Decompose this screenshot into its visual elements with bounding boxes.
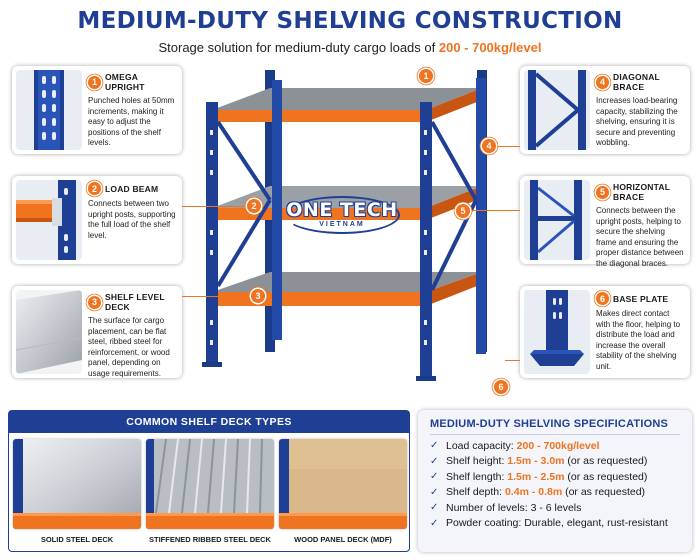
spec-label: Number of levels: 3 - 6 levels	[446, 501, 582, 514]
spec-value: 0.4m - 0.8m	[504, 486, 563, 499]
page-subtitle: Storage solution for medium-duty cargo l…	[0, 40, 700, 55]
check-icon: ✓	[430, 486, 439, 498]
badge-3: 3	[88, 295, 101, 309]
specifications-panel: MEDIUM-DUTY SHELVING SPECIFICATIONS ✓ Loa…	[418, 410, 692, 552]
spec-label: Shelf depth:	[446, 486, 505, 499]
specifications-divider	[430, 434, 680, 435]
deck-type-solid-steel: SOLID STEEL DECK	[13, 439, 141, 549]
spec-item: ✓ Load capacity: 200 - 700kg/level	[430, 438, 688, 454]
subtitle-text: Storage solution for medium-duty cargo l…	[158, 40, 439, 55]
badge-5: 5	[596, 185, 609, 199]
check-icon: ✓	[430, 471, 439, 483]
component-description: Increases load-bearing capacity, stabili…	[596, 96, 678, 147]
component-title: SHELF LEVEL DECK	[105, 292, 165, 312]
diagram-badge-6: 6	[494, 380, 508, 394]
component-description: Makes direct contact with the floor, hel…	[596, 309, 681, 371]
brand-ring	[284, 196, 400, 234]
spec-item: ✓ Shelf height: 1.5m - 3.0m (or as reques…	[430, 454, 688, 470]
check-icon: ✓	[430, 455, 439, 467]
component-card-diagonal-brace: 4 DIAGONAL BRACE Increases load-bearing c…	[520, 66, 690, 154]
spec-item: ✓ Powder coating: Durable, elegant, rust-…	[430, 516, 688, 532]
base-plate-thumbnail	[524, 290, 590, 374]
badge-6: 6	[596, 292, 609, 305]
diagram-badge-4: 4	[482, 139, 496, 153]
check-icon: ✓	[430, 440, 439, 452]
diagram-badge-1: 1	[419, 69, 433, 83]
component-description: Connects between the upright posts, help…	[596, 206, 684, 268]
component-card-shelf-level-deck: 3 SHELF LEVEL DECK The surface for cargo …	[12, 286, 182, 378]
shelving-rack-illustration	[190, 60, 520, 390]
spec-label: Load capacity:	[446, 439, 517, 452]
load-beam-thumbnail	[16, 180, 82, 260]
diagram-badge-2: 2	[247, 199, 261, 213]
component-description: Punched holes at 50mm increments, making…	[88, 96, 175, 147]
component-title: HORIZONTAL BRACE	[613, 182, 670, 202]
deck-type-label: STIFFENED RIBBED STEEL DECK	[149, 535, 271, 544]
deck-type-label: SOLID STEEL DECK	[40, 535, 114, 544]
spec-item: ✓ Number of levels: 3 - 6 levels	[430, 500, 688, 516]
solid-steel-deck-image	[13, 439, 141, 529]
component-title: BASE PLATE	[613, 293, 669, 304]
subtitle-highlight: 200 - 700kg/level	[438, 40, 542, 55]
ribbed-steel-deck-image	[146, 439, 274, 529]
check-icon: ✓	[430, 517, 439, 529]
callout-line-6	[505, 360, 520, 361]
spec-suffix: (or as requested)	[562, 486, 646, 499]
specifications-heading: MEDIUM-DUTY SHELVING SPECIFICATIONS	[430, 418, 669, 430]
diagonal-brace-thumbnail	[524, 70, 590, 150]
spec-suffix: (or as requested)	[564, 470, 648, 483]
spec-label: Shelf height:	[446, 455, 508, 468]
spec-item: ✓ Shelf depth: 0.4m - 0.8m (or as request…	[430, 485, 688, 501]
diagram-badge-3: 3	[251, 289, 265, 303]
badge-4: 4	[596, 75, 609, 89]
callout-line-2	[182, 206, 246, 207]
brand-name: ONE TECH	[286, 199, 398, 221]
component-title: LOAD BEAM	[105, 183, 159, 194]
component-card-omega-upright: 1 OMEGA UPRIGHT Punched holes at 50mm inc…	[12, 66, 182, 154]
component-card-load-beam: 2 LOAD BEAM Connects between two upright …	[12, 176, 182, 264]
callout-line-3	[182, 296, 246, 297]
component-title: DIAGONAL BRACE	[613, 72, 660, 92]
spec-value: 200 - 700kg/level	[516, 439, 600, 452]
callout-line-4	[496, 146, 520, 147]
badge-1: 1	[88, 75, 101, 89]
deck-type-wood-panel: WOOD PANEL DECK (MDF)	[279, 439, 407, 549]
component-description: Connects between two upright posts, supp…	[88, 199, 176, 240]
callout-line-5	[470, 210, 520, 211]
horizontal-brace-thumbnail	[524, 180, 590, 260]
spec-label: Shelf length:	[446, 470, 508, 483]
brand-subtitle: VIETNAM	[319, 221, 365, 228]
deck-type-ribbed-steel: STIFFENED RIBBED STEEL DECK	[146, 439, 274, 549]
deck-types-heading: COMMON SHELF DECK TYPES	[9, 411, 409, 433]
spec-value: 1.5m - 2.5m	[507, 470, 565, 483]
component-description: The surface for cargo placement, can be …	[88, 316, 170, 378]
wood-panel-deck-image	[279, 439, 407, 529]
specifications-list: ✓ Load capacity: 200 - 700kg/level ✓ Shelf…	[430, 438, 688, 531]
component-card-horizontal-brace: 5 HORIZONTAL BRACE Connects between the u…	[520, 176, 690, 268]
diagram-badge-5: 5	[456, 204, 470, 218]
brand-watermark: ONE TECH VIETNAM	[278, 195, 406, 237]
component-card-base-plate: 6 BASE PLATE Makes direct contact with th…	[520, 286, 690, 378]
spec-label: Powder coating: Durable, elegant, rust-r…	[446, 517, 668, 530]
page-title: MEDIUM-DUTY SHELVING CONSTRUCTION	[77, 8, 623, 34]
spec-item: ✓ Shelf length: 1.5m - 2.5m (or as reques…	[430, 469, 688, 485]
spec-value: 1.5m - 3.0m	[507, 455, 565, 468]
component-title: OMEGA UPRIGHT	[105, 72, 145, 92]
check-icon: ✓	[430, 502, 439, 514]
deck-types-panel: COMMON SHELF DECK TYPES SOLID STEEL DECK	[8, 410, 410, 552]
spec-suffix: (or as requested)	[564, 455, 648, 468]
omega-upright-thumbnail	[16, 70, 82, 150]
badge-2: 2	[88, 182, 101, 195]
shelf-deck-thumbnail	[16, 290, 82, 374]
deck-type-label: WOOD PANEL DECK (MDF)	[294, 535, 392, 544]
